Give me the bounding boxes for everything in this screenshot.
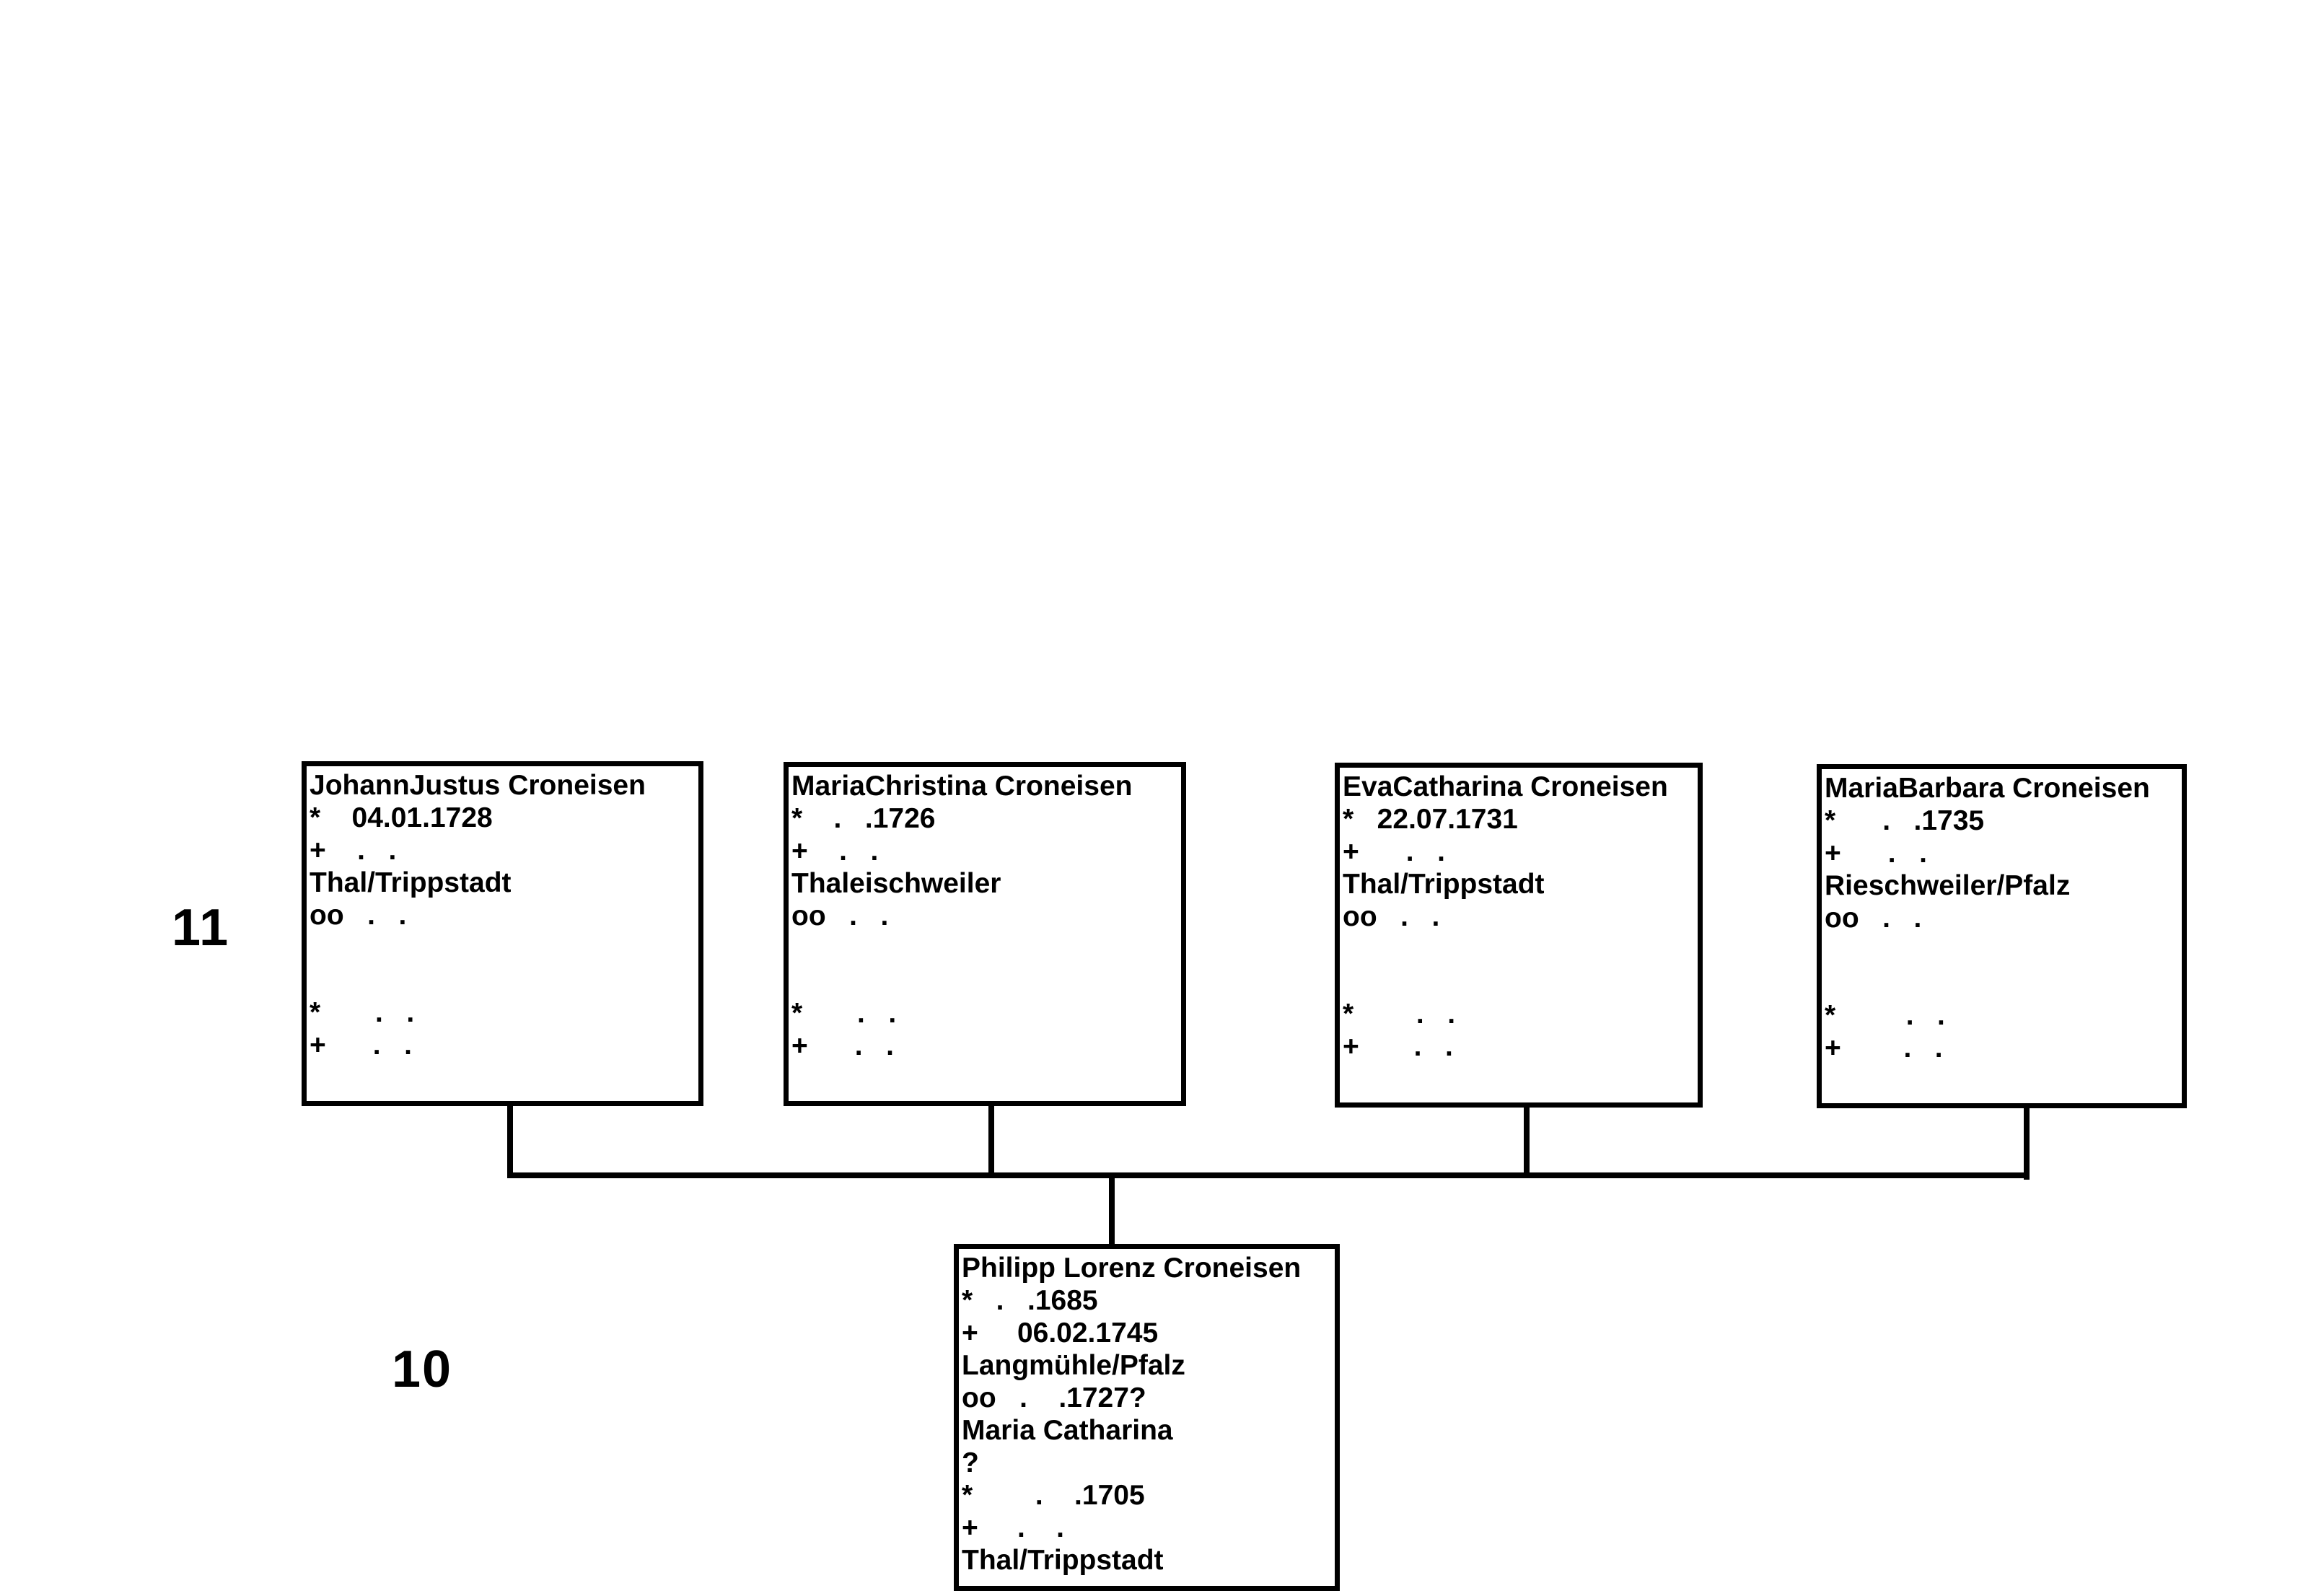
connector-horizontal [507, 1172, 2030, 1178]
person-birth: * 22.07.1731 [1343, 804, 1518, 835]
person-spouse [791, 932, 1177, 965]
spouse-place: Thal/Trippstadt [962, 1545, 1164, 1576]
spouse-birth: * . . [1825, 1000, 1945, 1031]
person-box-eva-catharina: EvaCatharina Croneisen * 22.07.1731 + . … [1335, 763, 1703, 1108]
person-marriage: oo . . [1825, 903, 1922, 934]
person-place: Thal/Trippstadt [310, 867, 512, 898]
person-place: Rieschweiler/Pfalz [1825, 870, 2071, 901]
person-birth: * . .1726 [791, 803, 936, 834]
person-name: Philipp Lorenz Croneisen [962, 1253, 1302, 1284]
spouse-birth: * . . [1343, 999, 1456, 1030]
connector-child-3 [1524, 1105, 1530, 1178]
person-spouse [310, 931, 694, 964]
spouse-death: + . . [1825, 1032, 1943, 1064]
spouse-note: ? [962, 1447, 979, 1478]
person-birth: * 04.01.1728 [310, 802, 493, 833]
person-marriage: oo . .1727? [962, 1382, 1146, 1413]
person-name: EvaCatharina Croneisen [1343, 771, 1668, 802]
person-marriage: oo . . [1343, 901, 1440, 932]
person-marriage: oo . . [791, 900, 889, 931]
spouse-birth: * . . [791, 998, 897, 1029]
person-name: MariaBarbara Croneisen [1825, 773, 2150, 804]
person-spouse-note [791, 965, 1177, 997]
connector-child-1 [507, 1103, 513, 1178]
person-death: + . . [1825, 838, 1927, 869]
person-box-philipp-lorenz: Philipp Lorenz Croneisen * . .1685 + 06.… [954, 1244, 1340, 1591]
generation-label-11: 11 [172, 899, 230, 957]
spouse-birth: * . . [310, 997, 415, 1028]
person-place: Thal/Trippstadt [1343, 869, 1545, 900]
spouse-death: + . . [1343, 1031, 1453, 1062]
spouse-name: Maria Catharina [962, 1415, 1173, 1446]
spouse-death: + . . [310, 1030, 412, 1061]
spouse-death: + . . [791, 1030, 894, 1061]
person-spouse [1343, 933, 1693, 965]
person-death: + . . [1343, 836, 1445, 867]
person-place: Langmühle/Pfalz [962, 1350, 1185, 1381]
person-box-johann-justus: JohannJustus Croneisen * 04.01.1728 + . … [302, 761, 703, 1106]
person-death: + . . [310, 835, 397, 866]
generation-label-10: 10 [392, 1341, 453, 1398]
person-birth: * . .1685 [962, 1285, 1098, 1316]
person-marriage: oo . . [310, 900, 407, 931]
spouse-birth: * . .1705 [962, 1480, 1145, 1511]
person-name: MariaChristina Croneisen [791, 771, 1133, 802]
person-box-maria-barbara: MariaBarbara Croneisen * . .1735 + . . R… [1817, 764, 2187, 1108]
person-name: JohannJustus Croneisen [310, 770, 646, 801]
person-box-maria-christina: MariaChristina Croneisen * . .1726 + . .… [784, 762, 1186, 1106]
spouse-death: + . . [962, 1512, 1064, 1543]
connector-parent [1109, 1172, 1115, 1247]
connector-child-2 [988, 1103, 994, 1178]
person-spouse [1825, 934, 2177, 967]
person-death: + . . [791, 836, 879, 867]
person-spouse-note [310, 964, 694, 996]
person-birth: * . .1735 [1825, 805, 1985, 836]
connector-child-4 [2024, 1105, 2030, 1180]
person-spouse-note [1343, 965, 1693, 998]
person-death: + 06.02.1745 [962, 1317, 1159, 1349]
person-place: Thaleischweiler [791, 868, 1001, 899]
person-spouse-note [1825, 967, 2177, 999]
